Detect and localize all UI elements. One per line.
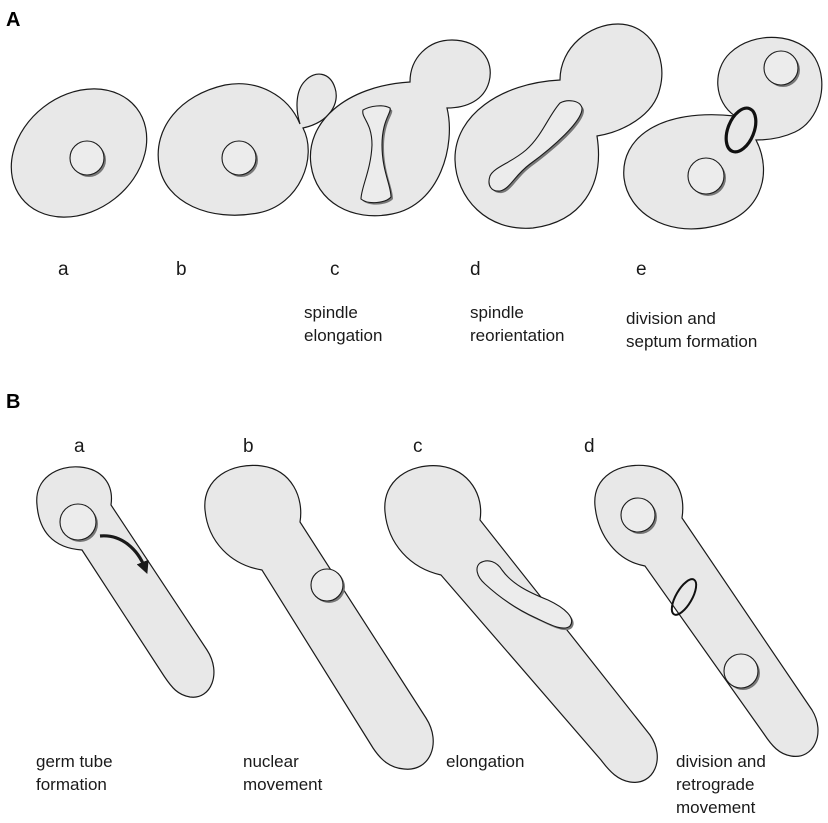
panel-a-stage-c-letter: c xyxy=(330,259,340,280)
panel-b-stage-d-caption-line2: retrograde xyxy=(676,775,754,794)
panel-a-stage-a-letter: a xyxy=(58,259,69,280)
panel-a-stage-d-caption-line1: spindle xyxy=(470,303,524,322)
panel-b-stage-b-letter: b xyxy=(243,436,254,457)
panel-b-stage-b-caption-line1: nuclear xyxy=(243,752,299,771)
panel-a-stage-b-letter: b xyxy=(176,259,187,280)
panel-b-stage-d-caption-line1: division and xyxy=(676,752,766,771)
panel-a-stage-b-cell xyxy=(158,74,336,215)
panel-a-stage-e-letter: e xyxy=(636,259,647,280)
panel-b-stage-c-letter: c xyxy=(413,436,423,457)
panel-b-label: B xyxy=(6,391,20,413)
panel-b-stage-d-caption-line3: movement xyxy=(676,798,756,817)
panel-b-stage-c-caption-line1: elongation xyxy=(446,752,524,771)
panel-a-stage-d-caption-line2: reorientation xyxy=(470,326,565,345)
panel-a-stage-e-caption-line1: division and xyxy=(626,309,716,328)
panel-a-stage-a-cell xyxy=(0,62,172,243)
panel-a-stage-d-letter: d xyxy=(470,259,481,280)
panel-b-stage-b-caption-line2: movement xyxy=(243,775,323,794)
panel-a-stage-c-caption-line2: elongation xyxy=(304,326,382,345)
panel-a-stage-c-caption-line1: spindle xyxy=(304,303,358,322)
panel-b-stage-a-caption-line2: formation xyxy=(36,775,107,794)
panel-a-label: A xyxy=(6,9,20,31)
panel-b-stage-a-caption-line1: germ tube xyxy=(36,752,113,771)
panel-b-stage-d-letter: d xyxy=(584,436,595,457)
panel-b-stage-a-letter: a xyxy=(74,436,85,457)
panel-a-stage-e-caption-line2: septum formation xyxy=(626,332,757,351)
panel-b-stage-a-cell xyxy=(37,467,214,697)
